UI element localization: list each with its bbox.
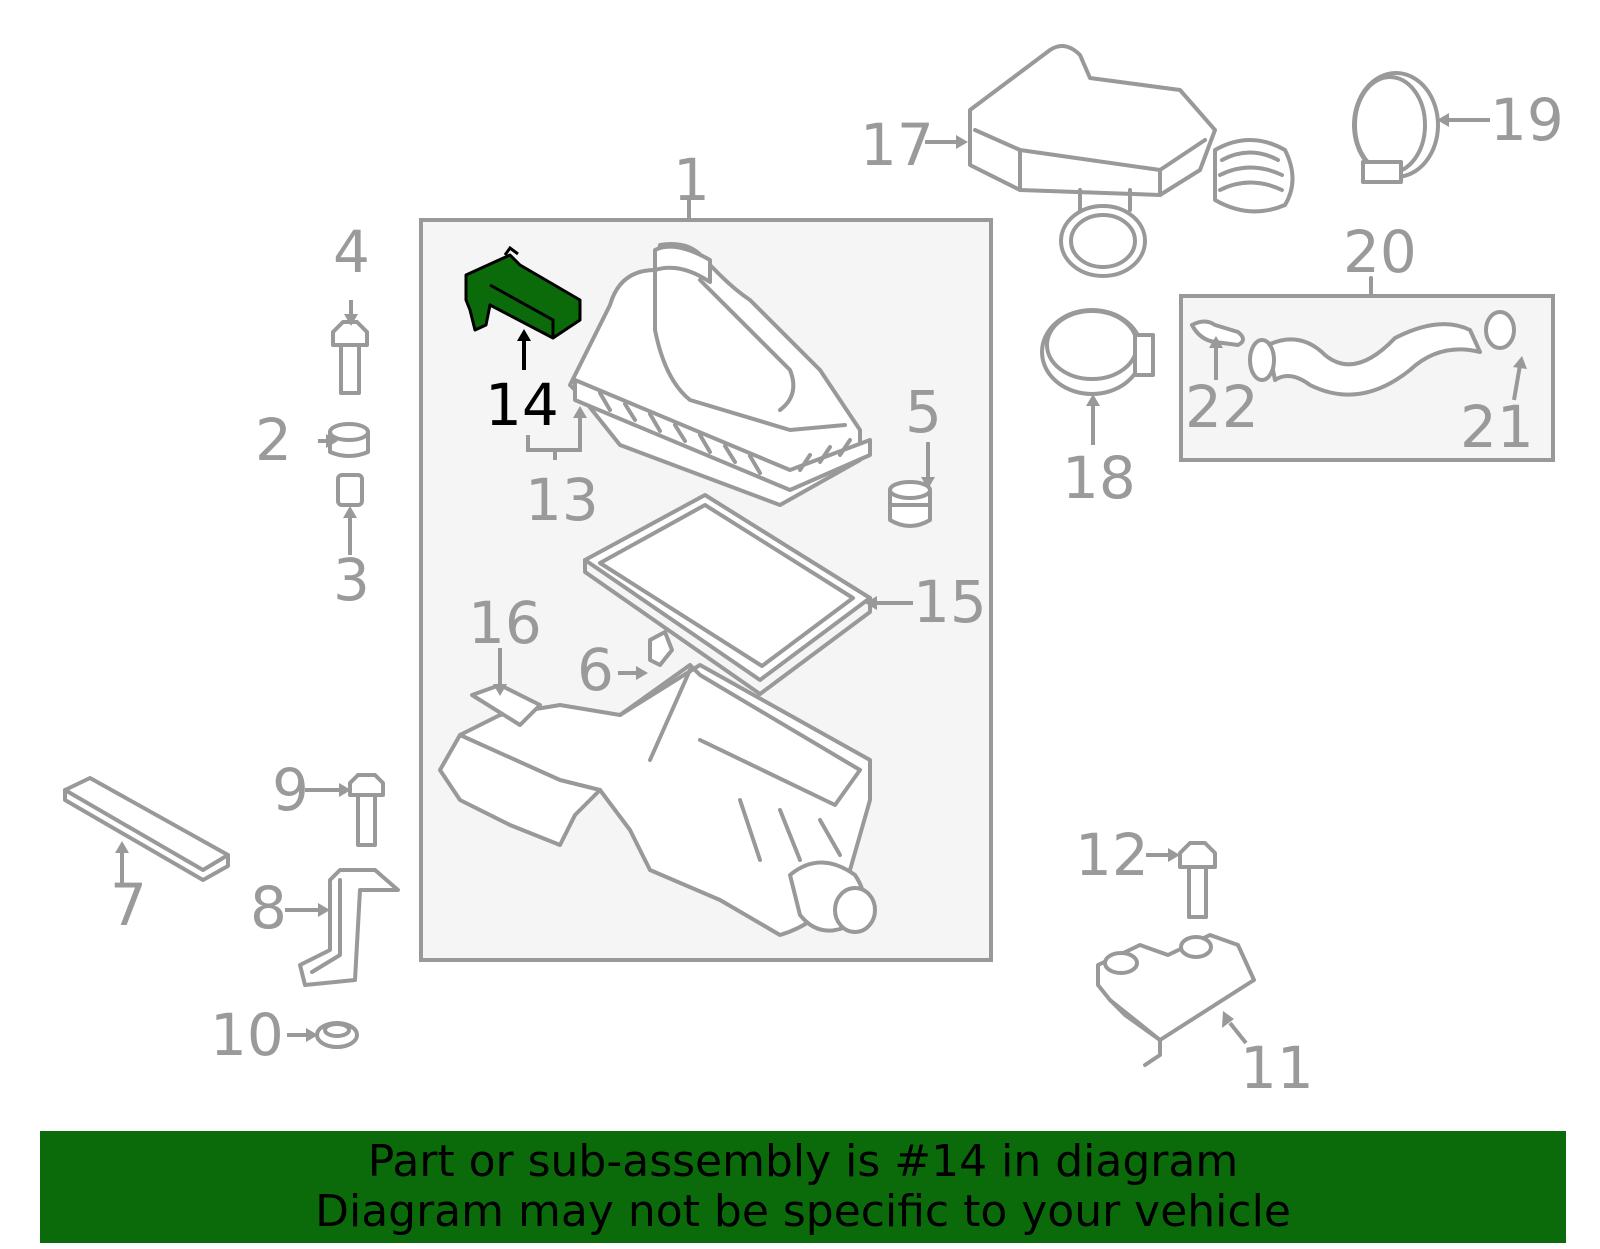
callout-16: 16 [468,589,542,657]
callout-19: 19 [1490,86,1564,154]
bolt-part-12 [1178,841,1217,919]
upper-air-cleaner-cover-part [568,242,872,507]
notice-banner: Part or sub-assembly is #14 in diagram D… [40,1131,1566,1243]
callout-17: 17 [860,111,934,179]
grommet-part [888,480,932,528]
callout-10: 10 [210,1001,284,1069]
callout-labels: 1 2 3 4 5 6 7 8 9 10 11 12 13 14 15 16 1… [110,86,1564,1102]
leader-lines [115,113,1527,1045]
bolt-part-4 [331,320,369,395]
callout-13: 13 [525,466,599,534]
callout-11: 11 [1240,1034,1314,1102]
callout-9: 9 [272,756,309,824]
callout-6: 6 [577,636,614,704]
mass-air-flow-sensor-part [464,245,582,340]
duct-clamp-part [1040,308,1155,396]
callout-15: 15 [913,568,987,636]
callout-5: 5 [905,378,942,446]
grommet-part-10 [315,1021,359,1049]
banner-line-2: Diagram may not be specific to your vehi… [315,1186,1291,1237]
lower-air-cleaner-housing-part [438,630,877,937]
bracket-part-11 [1096,933,1256,1067]
insulator-part-2 [328,422,370,458]
bolt-part-9 [348,773,385,847]
pad-part-7 [63,776,230,882]
callout-18: 18 [1062,444,1136,512]
air-filter-element-part [583,493,872,696]
hose-clamp-part [1352,71,1440,184]
callout-2: 2 [255,406,292,474]
callout-21: 21 [1460,393,1534,461]
callout-12: 12 [1075,821,1149,889]
callout-7: 7 [110,871,147,939]
callout-4: 4 [333,218,370,286]
air-intake-duct-part [968,44,1295,278]
callout-3: 3 [333,546,370,614]
breather-hose-part [1190,310,1516,397]
callout-22: 22 [1185,373,1259,441]
bracket-part-8 [298,868,400,987]
callout-1: 1 [673,146,710,214]
callout-14: 14 [485,371,559,439]
callout-20: 20 [1343,218,1417,286]
banner-line-1: Part or sub-assembly is #14 in diagram [367,1136,1239,1187]
collar-part-3 [336,473,364,507]
callout-8: 8 [250,874,287,942]
